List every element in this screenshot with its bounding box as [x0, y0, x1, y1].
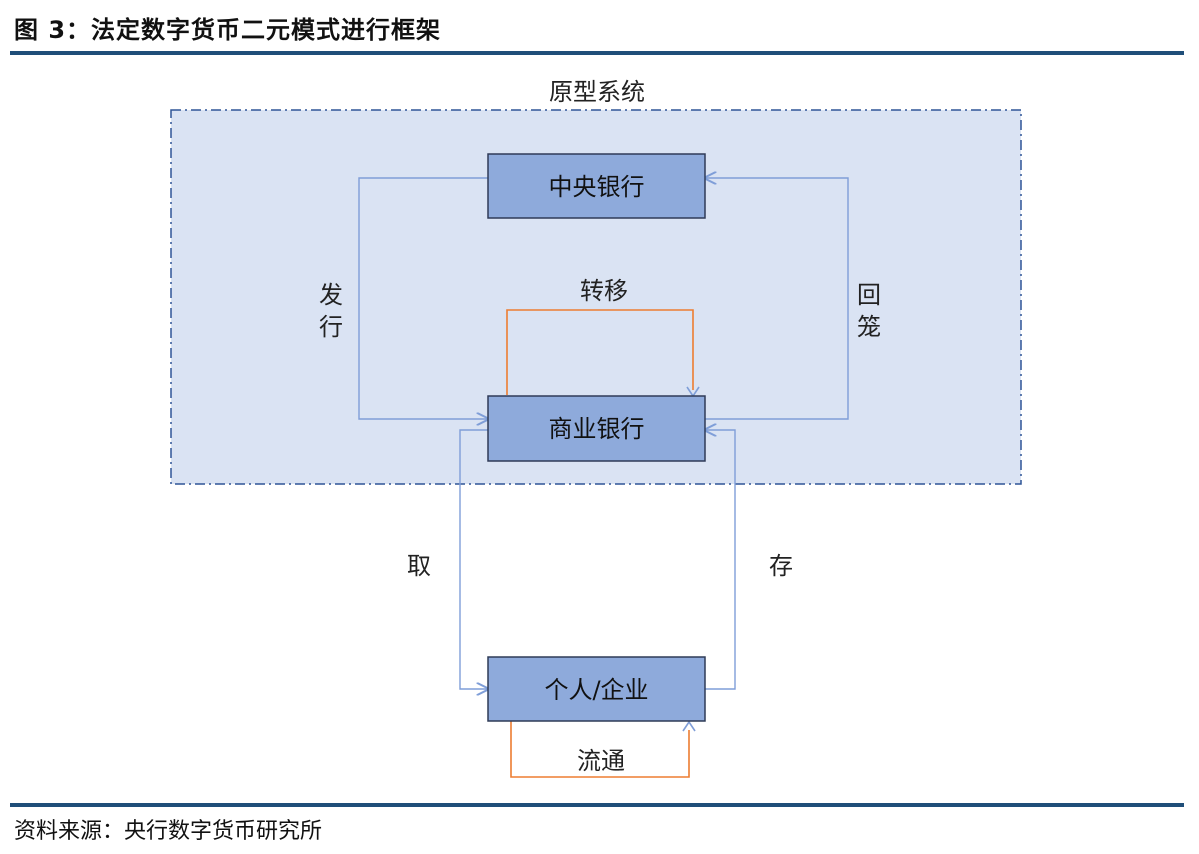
recall-label-char-2: 笼: [857, 313, 881, 341]
transfer-label: 转移: [580, 277, 628, 305]
commercial-bank-node: [487, 395, 706, 462]
individual-enterprise-node: [487, 656, 706, 722]
title-divider: [10, 51, 1184, 55]
withdraw-label: 取: [407, 552, 431, 580]
source-divider: [10, 803, 1184, 807]
circulation-label: 流通: [577, 747, 625, 775]
transfer-loop-line: [506, 309, 694, 395]
prototype-system-label: 原型系统: [549, 78, 645, 106]
central-bank-label: 中央银行: [549, 173, 645, 201]
figure-title: 图 3：法定数字货币二元模式进行框架: [14, 16, 442, 44]
central-bank-node: [487, 153, 706, 219]
circulation-arrowhead: [682, 720, 696, 732]
individual-enterprise-label: 个人/企业: [544, 676, 648, 704]
issue-label-char-2: 行: [319, 313, 343, 341]
issue-arrow: [358, 177, 488, 419]
source-note: 资料来源：央行数字货币研究所: [14, 819, 323, 844]
deposit-arrow: [705, 430, 736, 690]
commercial-bank-label: 商业银行: [549, 415, 645, 443]
circulation-loop-line: [510, 721, 690, 778]
withdraw-arrow: [459, 429, 488, 689]
deposit-label: 存: [769, 552, 793, 580]
recall-label-char-1: 回: [857, 281, 881, 309]
issue-label-char-1: 发: [319, 281, 343, 309]
recall-arrow: [705, 178, 849, 420]
